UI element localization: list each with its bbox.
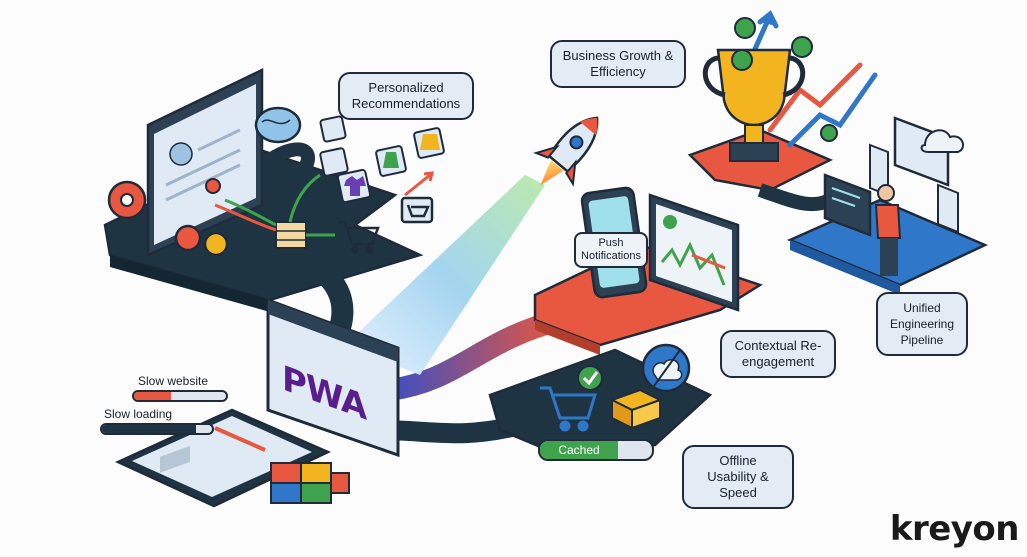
callout-push-text: Push Notifications	[581, 237, 641, 262]
callout-unified-text: Unified Engineering Pipeline	[889, 301, 955, 347]
offline-cart-icon	[540, 386, 598, 432]
callout-contextual: Contextual Re-engagement	[720, 330, 836, 378]
cloud-icon	[920, 129, 965, 153]
chart-screen-icon	[648, 193, 740, 312]
callout-offline-text: Offline Usability & Speed	[707, 453, 769, 500]
pwa-window	[266, 297, 400, 458]
rocket-icon	[533, 116, 599, 187]
slow-loading-bar	[100, 423, 214, 435]
callout-business-text: Business Growth & Efficiency	[562, 48, 674, 79]
slow-loading-label: Slow loading	[104, 407, 173, 421]
puzzle-icon	[270, 462, 350, 504]
callout-personalized-text: Personalized Recommendations	[351, 80, 461, 111]
box-icon	[609, 388, 663, 430]
checkmark-icon	[577, 365, 603, 391]
brain-icon	[254, 106, 302, 144]
callout-business: Business Growth & Efficiency	[550, 40, 686, 88]
callout-push: Push Notifications	[574, 232, 648, 268]
callout-personalized: Personalized Recommendations	[338, 72, 474, 120]
shopping-cart-icon	[338, 196, 434, 255]
profile-screen	[146, 68, 264, 257]
callout-offline: Offline Usability & Speed	[682, 445, 794, 509]
cached-progress-bar: Cached	[538, 439, 654, 461]
callout-unified: Unified Engineering Pipeline	[876, 292, 968, 356]
rocket-trail	[345, 175, 545, 375]
callout-contextual-text: Contextual Re-engagement	[734, 338, 822, 369]
slow-website-label: Slow website	[138, 374, 209, 388]
flow-arrows	[214, 173, 335, 237]
cached-progress-fill	[540, 441, 619, 459]
gear-icon	[107, 178, 229, 257]
dollar-coin-icon	[731, 17, 838, 142]
offline-cloud-icon	[641, 343, 691, 393]
database-icon	[275, 221, 307, 249]
tablet-icon	[114, 408, 332, 508]
product-tiles	[319, 115, 445, 204]
slow-loading-bar-fill	[102, 425, 196, 433]
slow-website-bar	[132, 390, 228, 402]
brand-logo: kreyon	[889, 509, 1020, 549]
slow-website-bar-fill	[134, 392, 171, 400]
cached-label: Cached	[558, 443, 600, 457]
developer-icon	[823, 173, 902, 276]
